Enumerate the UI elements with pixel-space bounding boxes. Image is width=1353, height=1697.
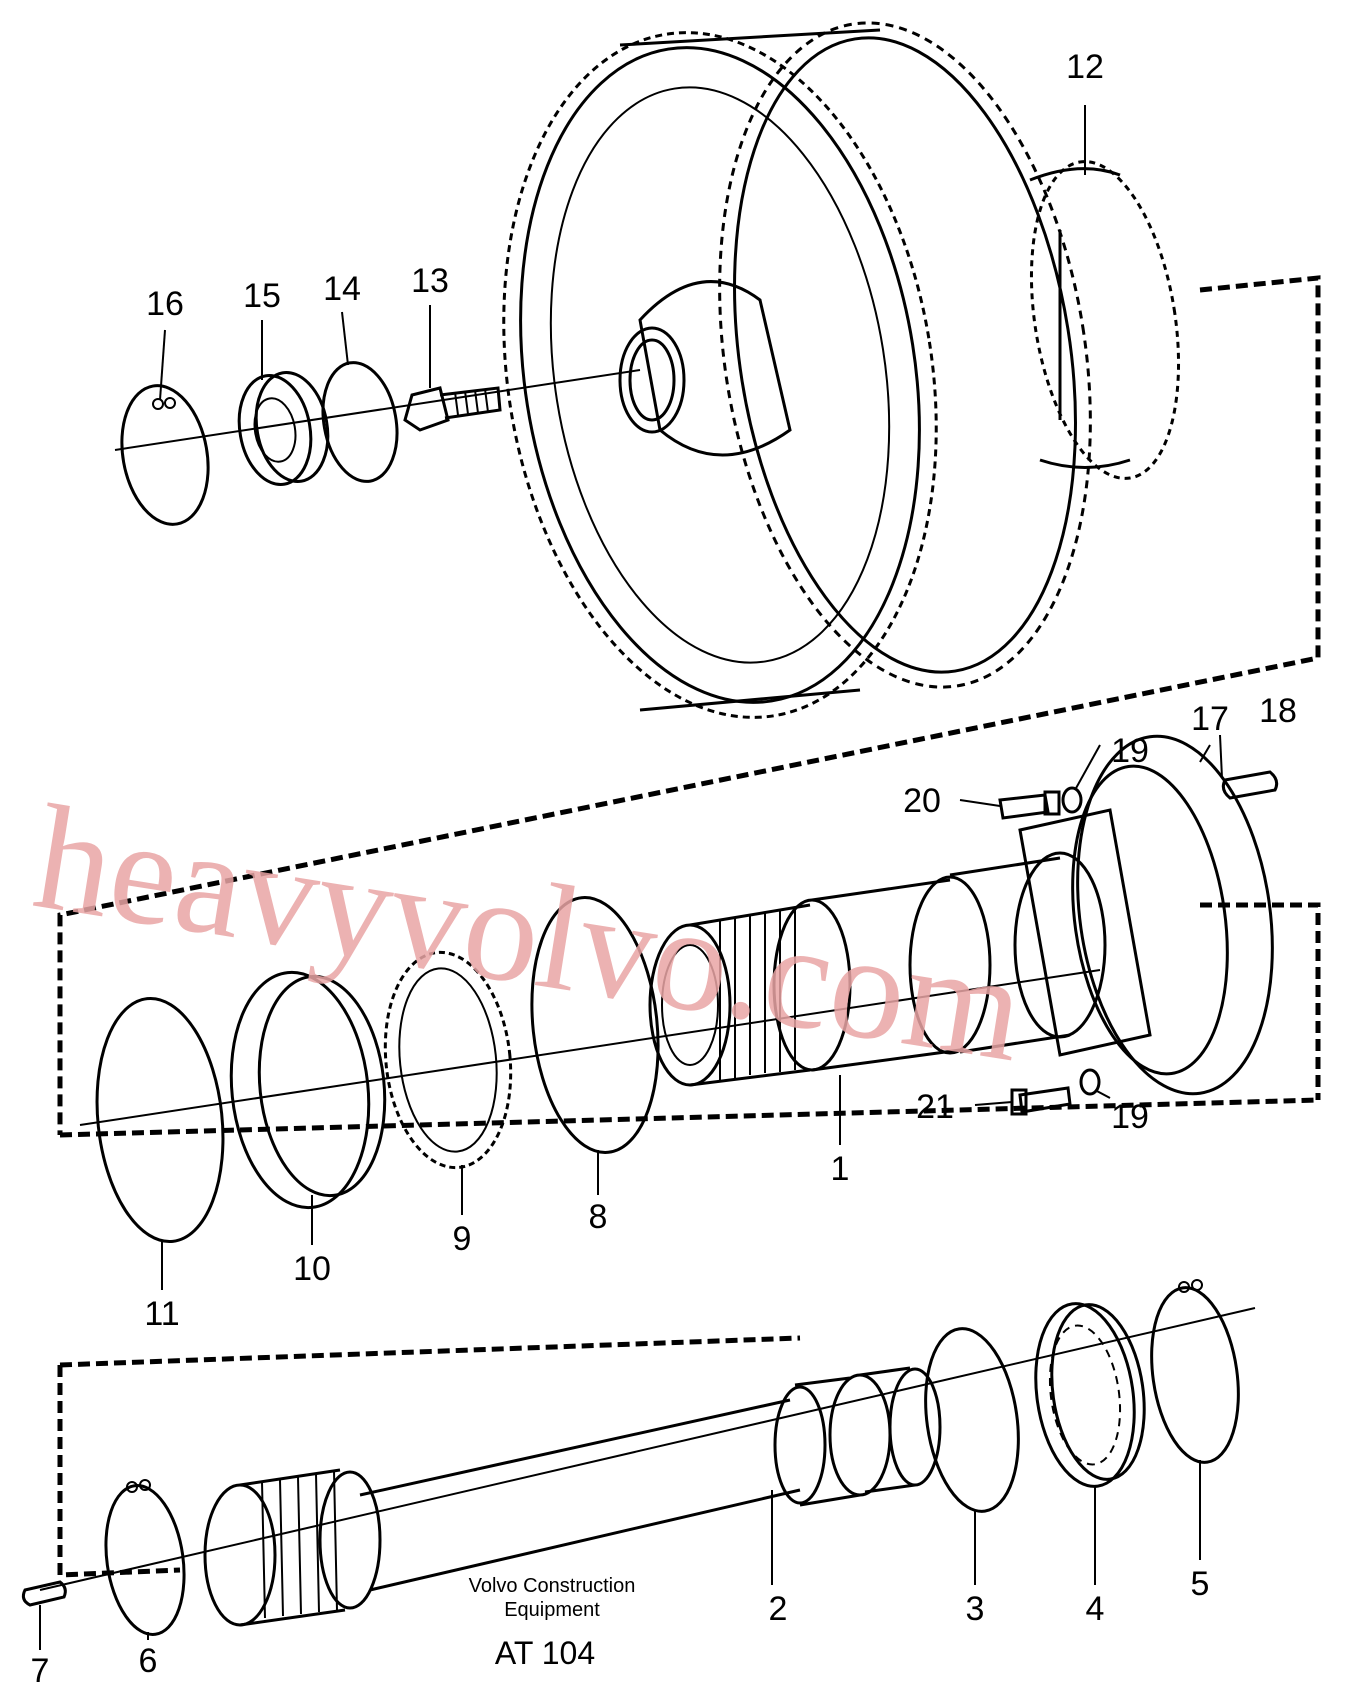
part-11-snap-ring	[95, 996, 225, 1244]
part-17-housing	[1018, 734, 1274, 1096]
leader-lines	[39, 105, 1223, 1650]
credit-line-2: Equipment	[504, 1599, 600, 1621]
part-8-ring	[530, 896, 660, 1154]
hub-bore	[618, 326, 686, 434]
part-21-bolt	[1010, 1086, 1072, 1116]
part-3-ring	[924, 1327, 1020, 1513]
part-labels: 16 15 14 13 12 17 18 19 20 21 19 1 8 9 1…	[31, 48, 1297, 1690]
figure-code: AT 104	[495, 1635, 595, 1671]
lower-axis	[39, 1307, 1256, 1591]
label-1: 1	[831, 1150, 850, 1188]
part-19-washer-upper	[1061, 786, 1083, 814]
middle-bracket-line	[59, 1097, 1319, 1138]
part-2-input-shaft	[203, 1366, 942, 1627]
label-15: 15	[243, 277, 281, 315]
right-link-line	[1200, 902, 1321, 1100]
part-14-o-ring	[321, 361, 399, 483]
label-20: 20	[903, 782, 941, 820]
label-9: 9	[453, 1220, 472, 1258]
part-1-shaft-sleeve	[648, 851, 1107, 1087]
label-5: 5	[1191, 1565, 1210, 1603]
part-15-seal	[237, 370, 330, 487]
part-4-ball-bearing	[1034, 1302, 1146, 1488]
label-4: 4	[1086, 1590, 1105, 1628]
part-9-splined-ring	[383, 950, 513, 1170]
label-6: 6	[139, 1642, 158, 1680]
part-19-washer-lower	[1079, 1068, 1101, 1096]
label-13: 13	[411, 262, 449, 300]
label-11: 11	[144, 1295, 179, 1333]
label-18: 18	[1259, 692, 1297, 730]
lower-link-line	[57, 1365, 181, 1578]
label-12: 12	[1066, 48, 1104, 86]
part-5-circlip	[1150, 1279, 1240, 1464]
part-12-flywheel	[502, 21, 1181, 719]
lower-top-link-line	[59, 1335, 801, 1368]
part-6-circlip	[104, 1479, 186, 1636]
label-10: 10	[293, 1250, 331, 1288]
credit-line-1: Volvo Construction	[469, 1575, 636, 1597]
label-16: 16	[146, 285, 184, 323]
part-13-bolt	[403, 386, 502, 432]
label-8: 8	[589, 1198, 608, 1236]
label-7: 7	[31, 1652, 50, 1690]
label-21: 21	[916, 1088, 954, 1126]
label-14: 14	[323, 270, 361, 308]
upper-link-line	[57, 275, 1321, 1135]
part-16-circlip	[120, 384, 210, 526]
label-19-upper: 19	[1111, 732, 1149, 770]
part-7-pin	[21, 1580, 67, 1607]
label-19-lower: 19	[1111, 1098, 1149, 1136]
label-3: 3	[966, 1590, 985, 1628]
assembly-link-lines	[57, 275, 1321, 1578]
part-18-pin	[1221, 770, 1279, 800]
middle-axis	[79, 969, 1101, 1126]
label-2: 2	[769, 1590, 788, 1628]
part-20-bolt	[998, 790, 1061, 820]
label-17: 17	[1191, 700, 1229, 738]
